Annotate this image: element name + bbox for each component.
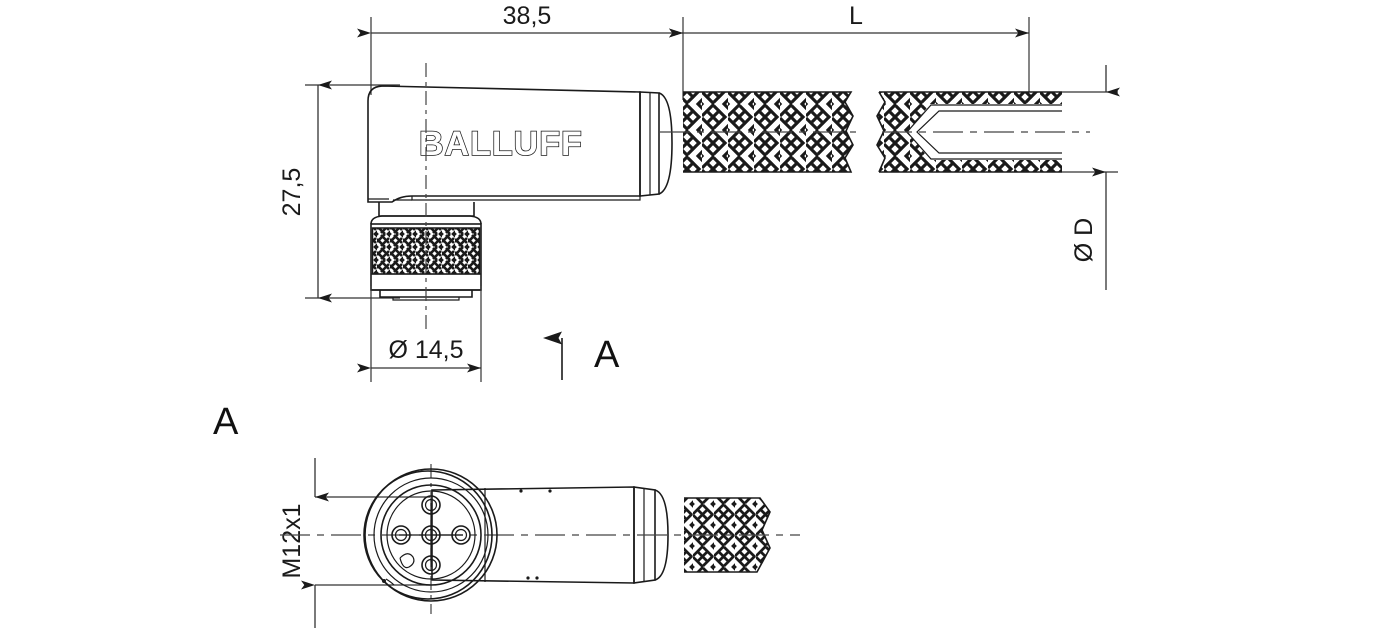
dimension-thread-m12x1: M12x1 (278, 458, 430, 628)
5-pin-contact-array (391, 495, 471, 575)
keyway-notch (399, 553, 415, 569)
side-elevation-view: 38,5 L 27,5 BALLUFF (278, 2, 1120, 382)
dimension-nut-diameter: Ø 14,5 (357, 286, 482, 382)
pin-top (421, 495, 441, 515)
dimension-label-diameter-d: Ø D (1070, 218, 1098, 262)
pin-bottom (421, 555, 441, 575)
view-a-front-face: A M12x1 (213, 401, 800, 628)
pin-left (391, 525, 411, 545)
dimension-cable-length: L (669, 2, 1030, 95)
connector-housing: BALLUFF (367, 85, 673, 203)
dimension-label-diameter-14-5: Ø 14,5 (388, 336, 463, 364)
cable-segment-right (876, 91, 1090, 173)
pin-right (451, 525, 471, 545)
pin-center (421, 525, 441, 545)
dimension-label-38-5: 38,5 (503, 2, 552, 30)
cable-segment-left (660, 91, 856, 173)
balluff-logo: BALLUFF (419, 125, 583, 163)
dimension-connector-length: 38,5 (357, 2, 684, 100)
dimension-label-L: L (849, 2, 863, 30)
dimension-connector-height: 27,5 (278, 80, 400, 303)
view-direction-arrow-a: A (543, 331, 620, 380)
dimension-label-27-5: 27,5 (278, 168, 306, 217)
m12-connector-face (363, 468, 498, 602)
view-label-a: A (213, 401, 239, 443)
dimension-cable-diameter: Ø D (1062, 65, 1120, 290)
view-arrow-label-a: A (594, 334, 620, 376)
dimension-label-m12x1: M12x1 (278, 503, 306, 578)
